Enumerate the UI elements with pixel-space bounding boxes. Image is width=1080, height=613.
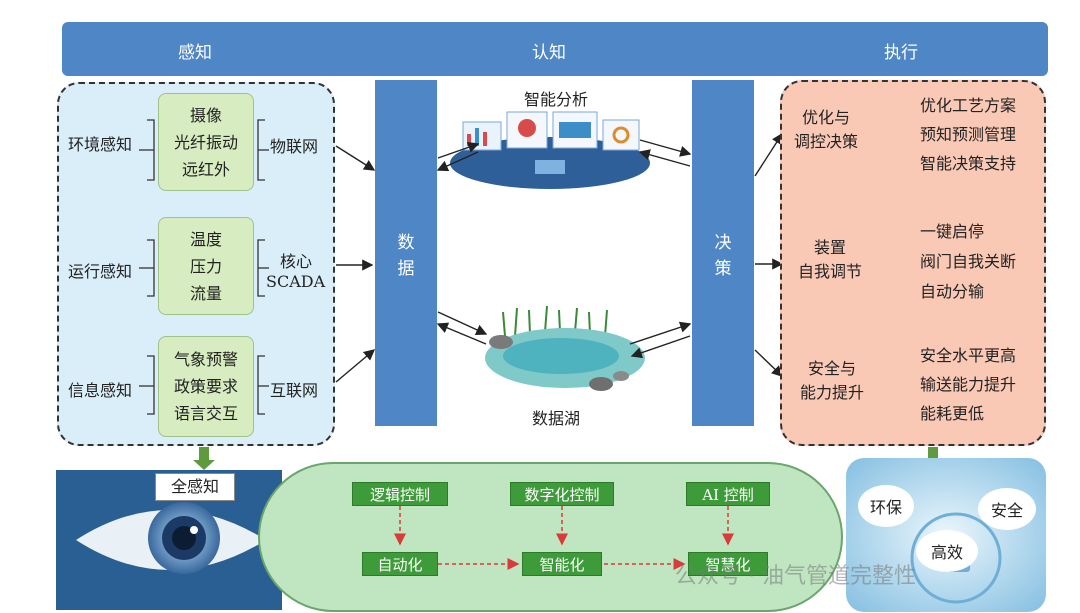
dashboard-illustration — [450, 111, 650, 189]
sensing-source: SCADA — [266, 272, 326, 291]
sensing-item: 摄像 — [189, 105, 222, 125]
execution-item: 智能决策支持 — [920, 154, 1017, 173]
execution-item: 优化工艺方案 — [920, 96, 1017, 115]
decision-bar — [692, 80, 754, 426]
bubble-safety: 安全 — [978, 488, 1036, 530]
execution-item: 一键启停 — [920, 222, 985, 241]
stage-execution-label: 执行 — [884, 43, 918, 63]
data-bar — [375, 80, 437, 426]
decision-bar-label: 决策 — [714, 233, 732, 279]
data-lake-label: 数据湖 — [532, 409, 581, 428]
sensing-connectors — [139, 119, 269, 415]
sensing-item: 压力 — [189, 256, 222, 276]
sensing-item: 政策要求 — [173, 377, 238, 396]
sensing-source: 互联网 — [270, 381, 319, 400]
stage-header-band — [62, 22, 1048, 76]
execution-item: 自动分输 — [920, 282, 985, 301]
control-stage-box: 智慧化 — [688, 552, 768, 576]
sensing-row-label: 运行感知 — [68, 262, 133, 281]
control-stage-box: 智能化 — [522, 552, 602, 576]
sensing-row-label: 环境感知 — [68, 135, 133, 154]
data-lake-illustration — [485, 306, 645, 391]
control-type-box: 逻辑控制 — [352, 482, 448, 506]
execution-item: 预知预测管理 — [920, 125, 1017, 144]
execution-item: 阀门自我关断 — [920, 252, 1017, 271]
sensing-items-box: 摄像 光纤振动 远红外 — [158, 93, 254, 191]
sensing-items-box: 温度 压力 流量 — [158, 217, 254, 315]
execution-item: 能耗更低 — [920, 404, 985, 423]
sensing-item: 语言交互 — [173, 404, 238, 423]
data-bar-label: 数据 — [397, 233, 415, 279]
analysis-label: 智能分析 — [524, 90, 589, 109]
execution-group-label: 安全与能力提升 — [800, 359, 865, 402]
control-stage-box: 自动化 — [362, 552, 438, 576]
sensing-item: 流量 — [189, 283, 222, 303]
execution-group-label: 装置自我调节 — [798, 238, 863, 281]
sensing-source: 物联网 — [270, 137, 319, 156]
sensing-source: 核心 — [280, 252, 313, 271]
sensing-row-label: 信息感知 — [68, 381, 133, 400]
execution-panel — [780, 80, 1046, 446]
watermark: 公众号 · 油气管道完整性 — [675, 564, 916, 589]
full-perception-label: 全感知 — [155, 473, 235, 501]
control-type-box: AI 控制 — [686, 482, 770, 506]
bubble-environment: 环保 — [858, 485, 914, 527]
sensing-item: 温度 — [189, 229, 222, 249]
execution-group-label: 优化与调控决策 — [794, 108, 859, 151]
stage-perception-label: 感知 — [178, 43, 212, 63]
sensing-item: 远红外 — [181, 159, 230, 179]
stage-cognition-label: 认知 — [532, 43, 566, 63]
sensing-item: 气象预警 — [173, 350, 238, 369]
sensing-items-box: 气象预警 政策要求 语言交互 — [158, 336, 254, 437]
bubble-efficiency: 高效 — [916, 530, 978, 572]
sensing-item: 光纤振动 — [173, 132, 238, 152]
execution-item: 输送能力提升 — [920, 375, 1017, 394]
execution-item: 安全水平更高 — [920, 346, 1017, 365]
control-type-box: 数字化控制 — [510, 482, 614, 506]
